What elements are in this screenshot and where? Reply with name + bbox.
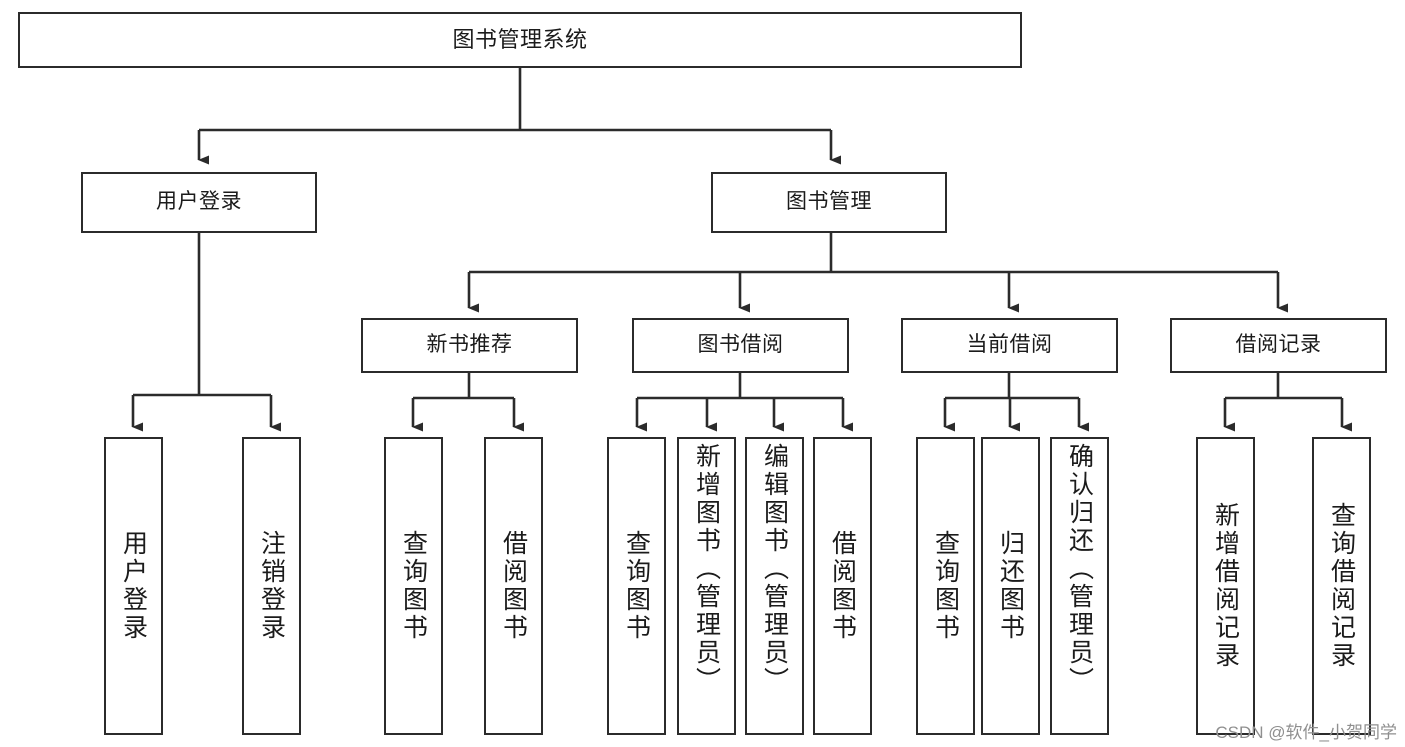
node-label: 图书管理 [786,190,872,214]
leaf-recommend-borrow-book[interactable]: 借阅图书 [484,437,543,735]
node-current-borrow[interactable]: 当前借阅 [901,318,1118,373]
node-label: 当前借阅 [966,333,1053,357]
leaf-current-search-book[interactable]: 查询图书 [916,437,975,735]
node-new-book-recommend[interactable]: 新书推荐 [361,318,578,373]
node-label: 归还图书 [996,530,1025,642]
node-label: 查询图书 [931,530,960,642]
leaf-recommend-search-book[interactable]: 查询图书 [384,437,443,735]
leaf-record-add-borrow-record[interactable]: 新增借阅记录 [1196,437,1255,735]
leaf-borrow-search-book[interactable]: 查询图书 [607,437,666,735]
node-root-book-management-system[interactable]: 图书管理系统 [18,12,1022,68]
node-label: 借阅图书 [499,530,528,642]
node-label: 编辑图书（管理员） [760,443,789,695]
node-user-login[interactable]: 用户登录 [81,172,317,233]
watermark: CSDN @软件_小贺同学 [1215,723,1397,742]
node-label: 图书借阅 [697,333,784,357]
node-label: 借阅记录 [1235,333,1322,357]
leaf-record-search-borrow-record[interactable]: 查询借阅记录 [1312,437,1371,735]
node-label: 查询借阅记录 [1327,502,1356,670]
leaf-borrow-borrow-book[interactable]: 借阅图书 [813,437,872,735]
node-label: 新书推荐 [426,333,513,357]
leaf-current-return-book[interactable]: 归还图书 [981,437,1040,735]
node-label: 注销登录 [257,530,286,642]
node-borrow-record[interactable]: 借阅记录 [1170,318,1387,373]
node-label: 确认归还（管理员） [1065,443,1094,695]
leaf-user-logout[interactable]: 注销登录 [242,437,301,735]
node-book-borrow[interactable]: 图书借阅 [632,318,849,373]
node-label: 新增借阅记录 [1211,502,1240,670]
node-label: 图书管理系统 [452,27,588,53]
node-label: 新增图书（管理员） [692,443,721,695]
node-book-management[interactable]: 图书管理 [711,172,947,233]
node-label: 查询图书 [622,530,651,642]
leaf-user-login[interactable]: 用户登录 [104,437,163,735]
node-label: 查询图书 [399,530,428,642]
node-label: 借阅图书 [828,530,857,642]
node-label: 用户登录 [156,190,242,214]
node-label: 用户登录 [119,530,148,642]
leaf-borrow-edit-book-admin[interactable]: 编辑图书（管理员） [745,437,804,735]
leaf-current-confirm-return-admin[interactable]: 确认归还（管理员） [1050,437,1109,735]
leaf-borrow-add-book-admin[interactable]: 新增图书（管理员） [677,437,736,735]
